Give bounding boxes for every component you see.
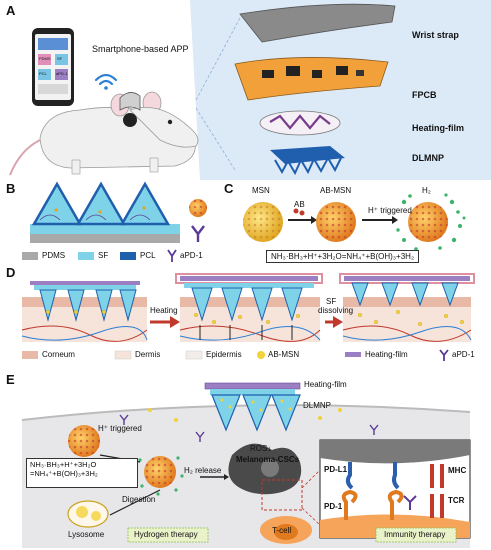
- panel-d-label: D: [6, 265, 16, 280]
- scattered-particles-e: [119, 408, 379, 442]
- dissolving-arrow: [325, 316, 343, 328]
- reaction-equation-e: NH₃·BH₃+H⁺+3H₂O =NH₄⁺+B(OH)₃+3H₂: [26, 458, 138, 488]
- ab-molecules: [293, 208, 305, 216]
- t-cell-label: T-cell: [272, 526, 292, 535]
- msn-label: MSN: [252, 186, 270, 195]
- sf-dissolving-label-2: dissolving: [318, 306, 354, 315]
- heating-film-bar: [204, 382, 301, 390]
- skin-block-2: [175, 273, 323, 342]
- legend-heating-film: Heating-film: [365, 350, 408, 359]
- hydrogen-therapy-box: [127, 527, 209, 543]
- layer-label-wrist-strap: Wrist strap: [412, 30, 459, 40]
- dlmnp-needles-e: [211, 394, 301, 432]
- app-label: Smartphone-based APP: [92, 44, 189, 54]
- layer-label-heating-film: Heating-film: [412, 123, 465, 133]
- pdl1-label: PD-L1: [324, 465, 348, 474]
- panel-d: [21, 273, 475, 361]
- fpcb-board: [234, 57, 389, 101]
- t-cell: [260, 516, 312, 544]
- reaction-equation-e-line1: NH₃·BH₃+H⁺+3H₂O: [30, 460, 97, 469]
- immunity-therapy-label: Immunity therapy: [384, 530, 446, 539]
- skin-block-1: [21, 281, 148, 342]
- ab-msn-label: AB-MSN: [320, 186, 352, 195]
- legend-apd1-d: aPD-1: [452, 350, 475, 359]
- synapse-marker: [261, 479, 303, 511]
- melanoma-csc-label: Melanoma-CSCs: [236, 455, 300, 464]
- digestion-label: Digestion: [122, 495, 156, 504]
- legend-dermis: Dermis: [135, 350, 161, 359]
- legend-pcl: PCL: [140, 251, 156, 260]
- panel-c: [243, 193, 466, 251]
- skin-block-3: [339, 273, 475, 342]
- pd1-label: PD-1: [324, 502, 343, 511]
- ab-msn-dots-d: [46, 310, 465, 327]
- immunity-inset: [319, 439, 471, 539]
- heating-step-label: Heating: [150, 306, 178, 315]
- legend-epidermis: Epidermis: [206, 350, 242, 359]
- mhc-label: MHC: [448, 466, 467, 475]
- dlmnp-patch: [270, 146, 345, 176]
- legend-pdms: PDMS: [42, 251, 66, 260]
- panel-a: [9, 0, 491, 180]
- reaction-equation-e-line2: =NH₄⁺+B(OH)₃+3H₂: [30, 469, 98, 478]
- heating-arrow: [150, 316, 180, 328]
- legend-corneum: Corneum: [42, 350, 75, 359]
- hydrogen-therapy-label: Hydrogen therapy: [134, 530, 198, 539]
- ros-label: ROS↓: [250, 444, 272, 453]
- immunity-therapy-box: [375, 527, 457, 543]
- phone-label-pdms: PDMS: [39, 56, 51, 61]
- legend-apd1: aPD-1: [180, 251, 203, 260]
- ab-label: AB: [294, 200, 305, 209]
- phone-label-pcl: PCL: [39, 71, 47, 76]
- panel-e: [21, 382, 471, 548]
- melanoma-csc-cells: [228, 443, 302, 495]
- panel-e-label: E: [6, 372, 15, 387]
- phone-label-apd1: aPD-1: [56, 71, 68, 76]
- heating-film-layer: [259, 110, 341, 136]
- panel-a-background: [190, 0, 491, 180]
- mouse-illustration: [9, 91, 199, 176]
- tcr-label: TCR: [448, 496, 465, 505]
- microneedle-array: [31, 181, 171, 226]
- panel-b-label: B: [6, 181, 16, 196]
- h2-release-label: H₂ release: [184, 466, 222, 475]
- phone-label-sf: SF: [57, 56, 63, 61]
- panel-c-label: C: [224, 181, 234, 196]
- reaction-equation-c: NH₃·BH₃+H⁺+3H₂O=NH₄⁺+B(OH)₃+3H₂: [266, 250, 420, 263]
- lysosome-label: Lysosome: [68, 530, 105, 539]
- lysosome: [67, 500, 109, 528]
- sf-dissolving-label-1: SF: [326, 297, 337, 306]
- layer-label-fpcb: FPCB: [412, 90, 437, 100]
- legend-ab-msn: AB-MSN: [268, 350, 300, 359]
- smartphone-icon: [32, 28, 74, 106]
- dlmnp-label-e: DLMNP: [303, 401, 332, 410]
- trigger-label-e: H⁺ triggered: [98, 424, 142, 433]
- legend-sf: SF: [98, 251, 109, 260]
- h2-bubbles: [396, 193, 466, 251]
- h2-label: H₂: [422, 186, 431, 195]
- wifi-icon: [94, 73, 118, 90]
- panel-a-label: A: [6, 3, 16, 18]
- heating-film-label-e: Heating-film: [304, 380, 347, 389]
- apd1-antibody-icon: [191, 225, 205, 242]
- wrist-strap: [239, 3, 396, 43]
- panel-b: [22, 181, 207, 262]
- layer-label-dlmnp: DLMNP: [412, 153, 444, 163]
- trigger-label-c: H⁺ triggered: [368, 206, 412, 215]
